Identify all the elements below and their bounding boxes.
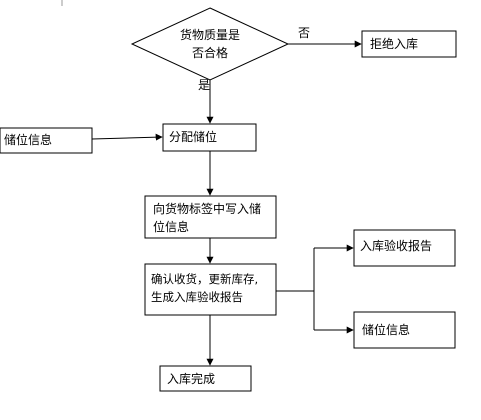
done-label: 入库完成 — [167, 372, 216, 386]
done-box — [159, 365, 252, 392]
storage-info-input-label: 储位信息 — [4, 133, 53, 147]
allocate-box — [162, 123, 257, 152]
report-label: 入库验收报告 — [360, 239, 433, 253]
reject-box — [361, 30, 457, 58]
confirm-box — [144, 263, 277, 316]
allocate-label: 分配储位 — [169, 130, 218, 144]
yes-label: 是 — [198, 78, 211, 92]
write-tag-box — [144, 195, 277, 239]
confirm-label: 确认收货，更新库存, 生成入库验收报告 — [151, 272, 259, 304]
report-box — [353, 229, 456, 267]
reject-label: 拒绝入库 — [370, 37, 419, 51]
storage-info-input-box — [0, 127, 93, 154]
write-tag-label: 向货物标签中写入储 位信息 — [153, 202, 262, 234]
storage-info-output-box — [353, 311, 456, 349]
edge-info-allocate — [91, 133, 163, 141]
decision-label: 货物质量是 否合格 — [179, 28, 240, 60]
storage-info-output-label: 储位信息 — [362, 323, 411, 337]
no-label: 否 — [298, 26, 311, 40]
